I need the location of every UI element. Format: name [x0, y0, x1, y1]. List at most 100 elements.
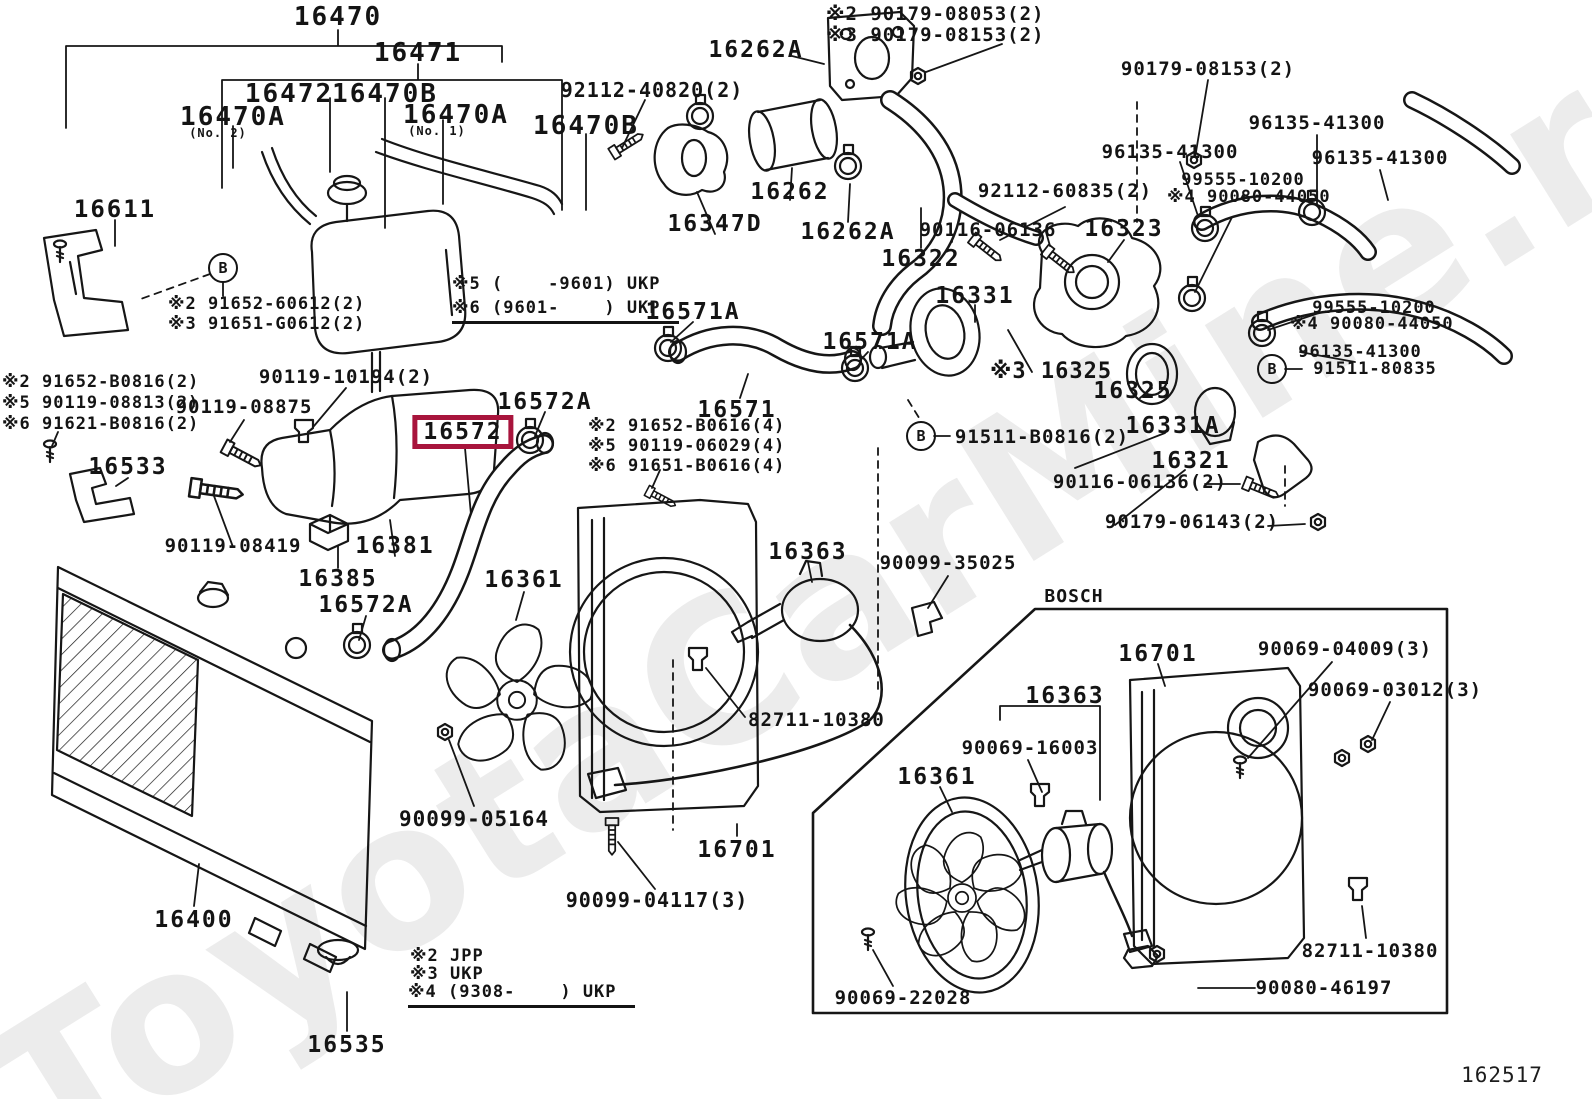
part-label-16572-highlighted[interactable]: 16572: [412, 415, 514, 450]
radiator-drawing: [50, 565, 374, 974]
part-label-92112408202[interactable]: 92112-40820(2): [560, 78, 744, 102]
note-label-691621B08162: ※6 91621-B0816(2): [2, 414, 200, 434]
note-label-49008044050: ※4 90080-44050: [1167, 187, 1331, 207]
callout-marker-b: B: [1257, 354, 1287, 384]
part-label-9613541300[interactable]: 96135-41300: [1101, 141, 1239, 163]
part-label-16470A[interactable]: 16470A: [180, 102, 286, 132]
dashed-leaders: [137, 101, 1286, 831]
part-label-9009935025[interactable]: 90099-35025: [879, 552, 1017, 574]
part-label-16572A[interactable]: 16572A: [497, 389, 593, 415]
part-label-9955510200[interactable]: 99555-10200: [1181, 170, 1305, 190]
note-label-No1: (No. 1): [408, 124, 466, 138]
part-label-91511B08162[interactable]: 91511-B0816(2): [954, 426, 1130, 448]
part-label-90069030123[interactable]: 90069-03012(3): [1307, 679, 1483, 701]
heater-hoses-drawing: [1177, 91, 1521, 365]
part-label-16533[interactable]: 16533: [88, 454, 168, 480]
mount-bracket-drawing: [68, 388, 500, 552]
fan-blade-drawing: [437, 623, 598, 777]
note-label-590119060294: ※5 90119-06029(4): [588, 436, 786, 456]
part-label-16262A[interactable]: 16262A: [800, 219, 896, 245]
part-label-8271110380[interactable]: 82711-10380: [748, 709, 885, 731]
bosch-inset-title: BOSCH: [1044, 586, 1104, 607]
part-label-9011606136[interactable]: 90116-06136: [919, 219, 1057, 241]
fan-shroud-drawing: [568, 498, 760, 814]
part-label-9006922028[interactable]: 90069-22028: [834, 987, 972, 1009]
part-label-16471[interactable]: 16471: [373, 38, 463, 68]
page-number: 162517: [1461, 1063, 1543, 1087]
part-label-90119101942[interactable]: 90119-10194(2): [258, 366, 434, 388]
part-label-16385[interactable]: 16385: [298, 566, 378, 592]
bracket-16611-drawing: [42, 228, 130, 338]
part-label-16381[interactable]: 16381: [355, 533, 435, 559]
part-label-16571A[interactable]: 16571A: [822, 329, 918, 355]
part-label-16361[interactable]: 16361: [897, 764, 977, 790]
part-label-16470A[interactable]: 16470A: [403, 100, 509, 130]
part-label-90179081532[interactable]: 90179-08153(2): [1120, 58, 1296, 80]
part-label-92112608352[interactable]: 92112-60835(2): [977, 180, 1153, 202]
part-label-16470B[interactable]: 16470B: [533, 111, 639, 141]
part-label-8271110380[interactable]: 82711-10380: [1301, 940, 1439, 962]
part-label-9151180835[interactable]: 91511-80835: [1313, 359, 1437, 379]
part-label-16701[interactable]: 16701: [697, 837, 777, 863]
note-label-290179080532: ※2 90179-08053(2): [826, 3, 1045, 25]
part-label-16361[interactable]: 16361: [484, 567, 564, 593]
part-label-16363[interactable]: 16363: [768, 539, 848, 565]
part-label-16347D[interactable]: 16347D: [667, 211, 763, 237]
part-label-16321[interactable]: 16321: [1151, 448, 1231, 474]
part-label-16400[interactable]: 16400: [154, 907, 234, 933]
bosch-inset-drawing: [811, 607, 1449, 1015]
part-label-16571A[interactable]: 16571A: [645, 299, 741, 325]
part-label-90179061432[interactable]: 90179-06143(2): [1104, 511, 1280, 533]
fan-motor-drawing: [436, 559, 944, 856]
part-label-90099041173[interactable]: 90099-04117(3): [565, 888, 749, 912]
note-label-69601UKP: ※6 (9601- ) UKP: [452, 299, 679, 324]
part-label-16571[interactable]: 16571: [697, 397, 777, 423]
part-label-16472[interactable]: 16472: [244, 79, 334, 109]
radiator-hoses-drawing: [342, 325, 870, 663]
part-label-90069040093[interactable]: 90069-04009(3): [1257, 638, 1433, 660]
note-label-59601UKP: ※5 ( -9601) UKP: [452, 274, 661, 294]
part-label-9009905164[interactable]: 90099-05164: [398, 807, 550, 831]
air-duct-drawing: [607, 10, 1079, 336]
part-label-16262A[interactable]: 16262A: [708, 37, 804, 63]
part-label-9613541300[interactable]: 96135-41300: [1248, 112, 1386, 134]
part-label-9006916003[interactable]: 90069-16003: [961, 737, 1099, 759]
part-label-9011908875[interactable]: 90119-08875: [175, 396, 313, 418]
part-label-9011908419[interactable]: 90119-08419: [164, 535, 302, 557]
note-label-390179081532: ※3 90179-08153(2): [826, 24, 1045, 46]
part-label-16363[interactable]: 16363: [1025, 683, 1105, 709]
part-label-90116061362[interactable]: 90116-06136(2): [1052, 471, 1228, 493]
part-label-16323[interactable]: 16323: [1084, 216, 1164, 242]
note-label-291652B06164: ※2 91652-B0616(4): [588, 416, 786, 436]
part-label-16535[interactable]: 16535: [307, 1032, 387, 1058]
note-label-590119088132: ※5 90119-08813(2): [2, 393, 200, 413]
note-label-291652606122: ※2 91652-60612(2): [168, 294, 366, 314]
part-label-9613541300[interactable]: 96135-41300: [1298, 342, 1422, 362]
note-label-No2: (No. 2): [189, 126, 247, 140]
part-label-16611[interactable]: 16611: [73, 195, 157, 223]
part-label-9955510200[interactable]: 99555-10200: [1312, 298, 1436, 318]
part-label-16470B[interactable]: 16470B: [332, 79, 438, 109]
note-label-391651G06122: ※3 91651-G0612(2): [168, 314, 366, 334]
part-label-16325[interactable]: 16325: [1093, 378, 1173, 404]
water-outlet-drawing: [909, 66, 1327, 532]
note-label-2JPP: ※2 JPP: [410, 946, 484, 966]
part-label-16701[interactable]: 16701: [1118, 641, 1198, 667]
note-label-49308UKP: ※4 (9308- ) UKP: [408, 983, 635, 1008]
part-label-9008046197[interactable]: 90080-46197: [1255, 977, 1393, 999]
note-label-3UKP: ※3 UKP: [410, 964, 484, 984]
note-label-49008044050: ※4 90080-44050: [1290, 314, 1454, 334]
part-label-16262[interactable]: 16262: [750, 179, 830, 205]
part-label-16572A[interactable]: 16572A: [318, 592, 414, 618]
part-label-16331[interactable]: 16331: [935, 283, 1015, 309]
part-label-16470[interactable]: 16470: [293, 2, 383, 32]
reserve-tank-drawing: [260, 137, 564, 394]
part-label-316325[interactable]: ※3 16325: [990, 359, 1113, 384]
callout-marker-b: B: [208, 253, 238, 283]
part-label-9613541300[interactable]: 96135-41300: [1311, 147, 1449, 169]
part-label-16322[interactable]: 16322: [881, 246, 961, 272]
note-label-691651B06164: ※6 91651-B0616(4): [588, 456, 786, 476]
part-label-16331A[interactable]: 16331A: [1125, 413, 1221, 439]
